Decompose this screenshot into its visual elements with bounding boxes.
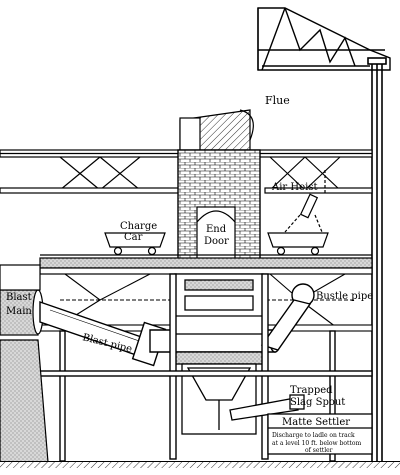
left-masonry [0, 339, 49, 463]
label-matte-note-2: at a level 10 ft. below bottom [272, 440, 361, 447]
label-trapped-slag-1: Trapped [290, 385, 333, 396]
flue-hood [179, 109, 254, 151]
label-end-door-2: Door [204, 236, 229, 247]
bustle-pipe [149, 283, 315, 353]
charge-car-right [267, 232, 329, 256]
blast-main [0, 264, 44, 336]
slag-spout [229, 394, 305, 421]
label-matte-note-3: of settler [305, 447, 333, 454]
blast-pipe [39, 301, 167, 367]
label-blast-main-2: Main [6, 306, 32, 317]
label-charge-car-2: Car [124, 232, 143, 243]
label-charge-car-1: Charge [120, 221, 157, 232]
charge-floor [39, 254, 373, 275]
charge-car-left [104, 232, 166, 256]
label-trapped-slag-2: Slag Spout [290, 397, 345, 408]
label-matte-note-1: Discharge to ladle on track [272, 432, 355, 439]
label-flue: Flue [265, 94, 290, 107]
brick-stack [177, 149, 261, 271]
ground-line [0, 461, 400, 468]
matte-settler [267, 413, 373, 455]
label-matte-settler: Matte Settler [282, 417, 350, 428]
air-hoist [284, 170, 326, 233]
roof-truss [257, 7, 391, 71]
label-blast-main-1: Blast [6, 292, 32, 303]
label-end-door-1: End [206, 224, 227, 235]
lower-columns [0, 273, 373, 462]
label-bustle-pipe: Bustle pipe [316, 291, 373, 302]
label-air-hoist: Air Hoist [271, 182, 317, 193]
